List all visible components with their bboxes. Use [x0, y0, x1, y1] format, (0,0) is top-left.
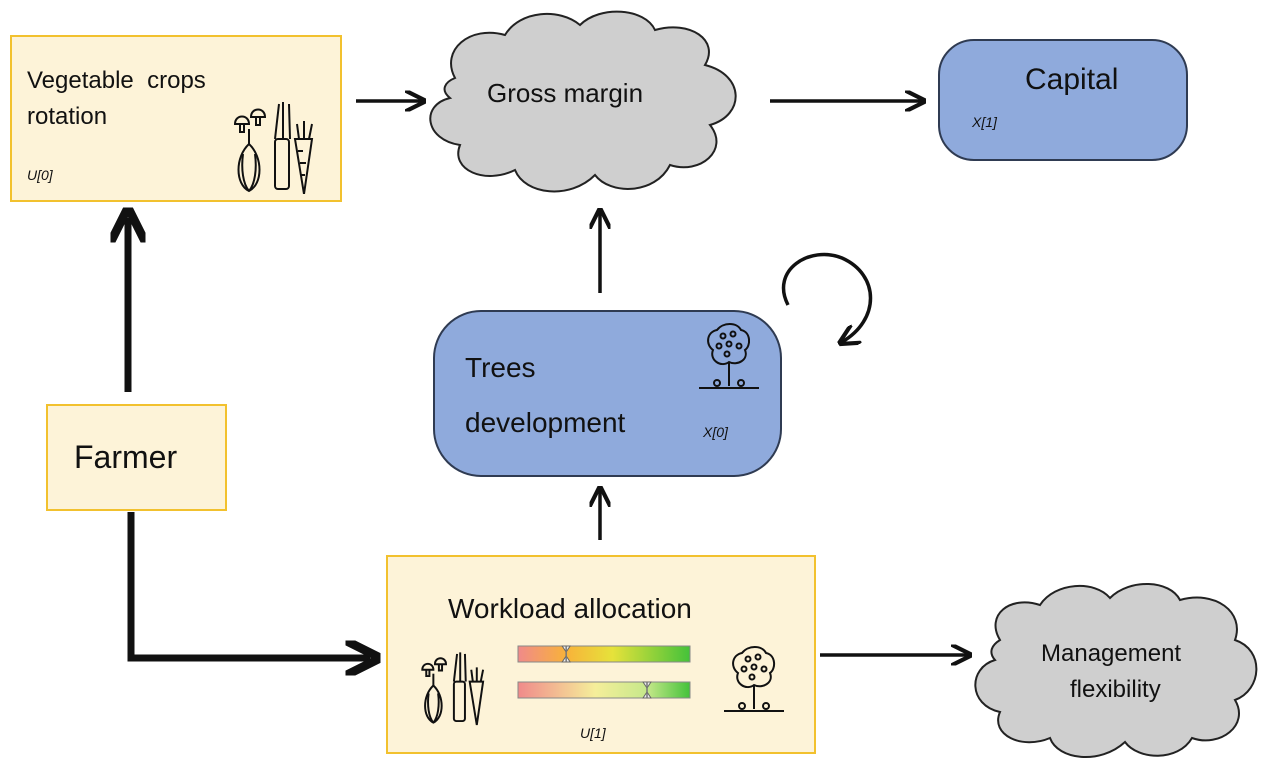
gross-margin-cloud [429, 10, 737, 193]
vegetables-icon [233, 102, 314, 194]
workload-tag: U[1] [580, 725, 606, 741]
workload-allocation-box: Workload allocation U[1] [386, 555, 816, 754]
farmer-label: Farmer [74, 439, 178, 475]
arrow-farmer-to-workload [127, 512, 370, 658]
capital-tag: X[1] [972, 114, 997, 130]
vegetable-crops-rotation-box: Vegetable crops rotation U[0] [10, 35, 342, 202]
vegetable-label-line1: Vegetable crops [27, 67, 206, 94]
capital-label: Capital [1025, 63, 1119, 96]
vegetable-label-line2: rotation [27, 103, 108, 130]
management-cloud [974, 583, 1258, 758]
vegetable-tag: U[0] [27, 167, 53, 183]
slider-track-vegetables [517, 645, 691, 663]
trees-label-line1: Trees [465, 352, 536, 383]
vegetables-icon [421, 652, 485, 726]
tree-icon [699, 323, 759, 389]
management-label-line2: flexibility [1070, 676, 1161, 703]
trees-label-line2: development [465, 407, 626, 438]
workload-label: Workload allocation [448, 593, 692, 624]
gross-margin-label: Gross margin [487, 78, 644, 108]
allocation-sliders [517, 645, 691, 699]
tree-icon [724, 646, 784, 712]
farmer-box: Farmer [46, 404, 227, 511]
management-label-line1: Management [1041, 640, 1182, 667]
capital-box: Capital X[1] [938, 39, 1188, 161]
trees-tag: X[0] [703, 424, 728, 440]
cycle-arrow-icon [781, 252, 873, 342]
trees-development-box: Trees development X[0] [433, 310, 782, 477]
